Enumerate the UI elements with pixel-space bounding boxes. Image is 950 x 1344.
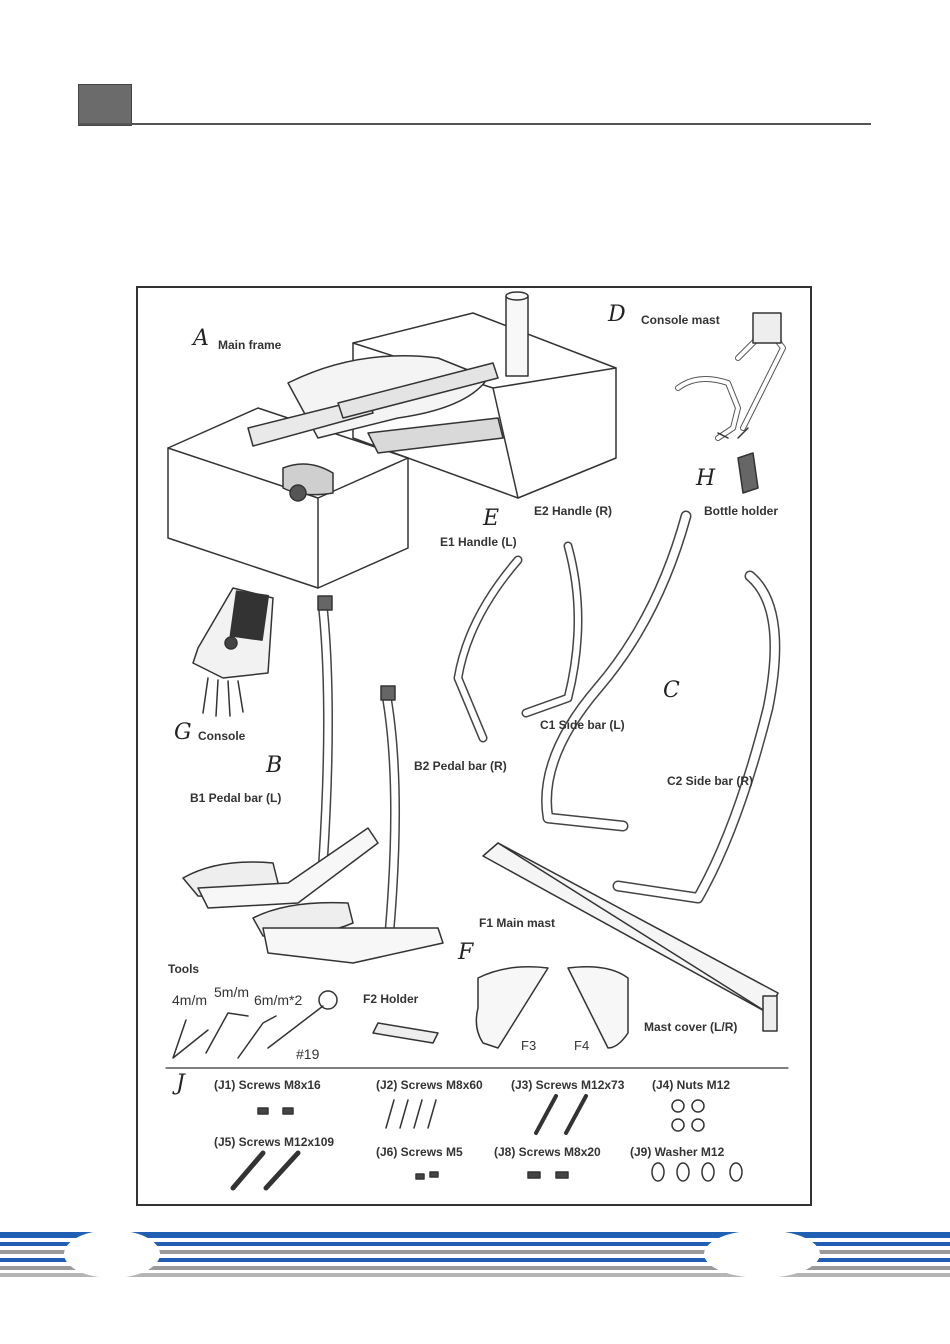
tools-drawing	[172, 990, 338, 1059]
label-main-mast: F1 Main mast	[479, 916, 556, 930]
label-j3: (J3) Screws M12x73	[511, 1078, 625, 1092]
holder-drawing	[372, 1022, 439, 1044]
label-handle-right: E2 Handle (R)	[534, 504, 613, 518]
header-rule	[78, 123, 871, 125]
label-j6: (J6) Screws M5	[376, 1145, 463, 1159]
label-j2: (J2) Screws M8x60	[376, 1078, 483, 1092]
part-letter-h: H	[696, 466, 716, 491]
tool-size-19: #19	[296, 1046, 320, 1062]
part-letter-c: C	[663, 678, 680, 703]
console-mast-drawing	[675, 312, 786, 441]
bottle-holder-drawing	[737, 452, 759, 494]
label-mast-cover: Mast cover (L/R)	[644, 1020, 738, 1034]
label-handle-left: E1 Handle (L)	[440, 535, 517, 549]
label-j5: (J5) Screws M12x109	[214, 1135, 335, 1149]
part-letter-e: E	[483, 506, 500, 531]
pedal-bar-right-drawing	[252, 685, 444, 964]
tool-size-6mm: 6m/m*2	[254, 992, 303, 1008]
label-console: Console	[198, 729, 246, 743]
part-letter-a: A	[193, 326, 209, 351]
label-side-bar-left: C1 Side bar (L)	[540, 718, 625, 732]
main-mast-drawing	[482, 842, 779, 1032]
main-frame-drawing	[167, 291, 617, 589]
parts-drawing	[165, 291, 789, 1191]
tool-size-4mm: 4m/m	[172, 992, 207, 1008]
footer-stripes	[0, 1230, 950, 1278]
label-pedal-bar-left: B1 Pedal bar (L)	[190, 791, 282, 805]
part-letter-j: J	[176, 1071, 185, 1096]
side-bars-drawing	[541, 510, 781, 904]
label-j1: (J1) Screws M8x16	[214, 1078, 321, 1092]
part-letter-d: D	[608, 302, 626, 327]
label-f4: F4	[574, 1038, 590, 1053]
label-holder: F2 Holder	[363, 992, 419, 1006]
mast-covers-drawing	[475, 966, 629, 1049]
part-letter-g: G	[174, 720, 192, 745]
pedal-bar-left-drawing	[182, 595, 379, 909]
label-bottle-holder: Bottle holder	[704, 504, 778, 518]
part-letter-b: B	[266, 753, 283, 778]
handles-drawing	[453, 541, 583, 743]
label-j9: (J9) Washer M12	[630, 1145, 725, 1159]
label-j4: (J4) Nuts M12	[652, 1078, 731, 1092]
label-f3: F3	[521, 1038, 537, 1053]
label-j8: (J8) Screws M8x20	[494, 1145, 601, 1159]
label-tools: Tools	[168, 962, 200, 976]
label-console-mast: Console mast	[641, 313, 720, 327]
nuts-washers-drawing	[651, 1099, 743, 1182]
section-marker	[78, 84, 132, 126]
hardware-drawing	[230, 1094, 588, 1191]
part-letter-f: F	[458, 940, 474, 965]
label-pedal-bar-right: B2 Pedal bar (R)	[414, 759, 507, 773]
label-main-frame: Main frame	[218, 338, 282, 352]
console-drawing	[192, 587, 274, 717]
tool-size-5mm: 5m/m	[214, 984, 249, 1000]
label-side-bar-right: C2 Side bar (R)	[667, 774, 754, 788]
parts-diagram-frame: A D H E G B C F J Main frame Console mas…	[136, 286, 812, 1206]
